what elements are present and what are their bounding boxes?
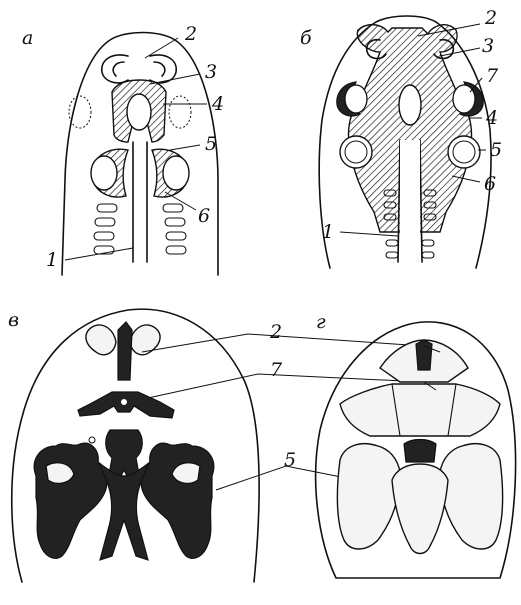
panel-g-right-otic-mass [440, 444, 503, 549]
panel-a-letter: а [22, 27, 33, 49]
panel-v-right-otic-mass [141, 443, 214, 558]
panel-a-notochord [133, 142, 147, 262]
panel-b-label-6: 6 [484, 173, 496, 195]
panel-g-occipital-region [392, 464, 448, 554]
panel-a-head-outline [62, 33, 218, 276]
panel-a-nasal-capsules [102, 55, 176, 83]
panel-a-label-1: 1 [46, 249, 58, 271]
panel-a: а [22, 23, 224, 275]
panel-a-dotted-region-right [169, 96, 191, 128]
panel-v-label-7: 7 [270, 359, 283, 381]
panel-a-label-4: 4 [211, 93, 224, 115]
panel-b: б [300, 7, 502, 268]
panel-v-label-2: 2 [269, 321, 282, 343]
panel-g-letter: г [316, 311, 326, 333]
panel-v-label-5: 5 [284, 449, 296, 471]
panel-b-label-3: 3 [482, 35, 494, 57]
panel-b-label-5: 5 [490, 139, 502, 161]
panel-g-ethmoid-plate [340, 384, 500, 436]
panel-a-otic-capsules [91, 149, 189, 197]
panel-a-label-5: 5 [205, 133, 217, 155]
panel-v-left-otic-mass [34, 443, 107, 558]
panel-g: г [316, 311, 516, 578]
panel-a-label-2: 2 [184, 23, 197, 45]
panel-b-label-1: 1 [322, 221, 334, 243]
panel-b-label-2: 2 [484, 7, 497, 29]
panel-a-somites [94, 204, 186, 254]
panel-g-left-otic-mass [337, 444, 400, 549]
panel-b-label-4: 4 [485, 107, 498, 129]
panel-a-dotted-region-left [69, 96, 91, 128]
panel-b-hypophyseal-fenestra [399, 85, 421, 125]
panel-g-sella [404, 440, 436, 463]
panel-b-letter: б [300, 27, 312, 49]
panel-v-basal-plate [98, 462, 150, 560]
panel-b-label-7: 7 [486, 65, 499, 87]
panel-a-label-6: 6 [198, 205, 210, 227]
panel-a-hypophyseal-fenestra [127, 94, 151, 130]
panel-v-letter: в [8, 309, 19, 331]
panel-a-label-3: 3 [205, 61, 217, 83]
